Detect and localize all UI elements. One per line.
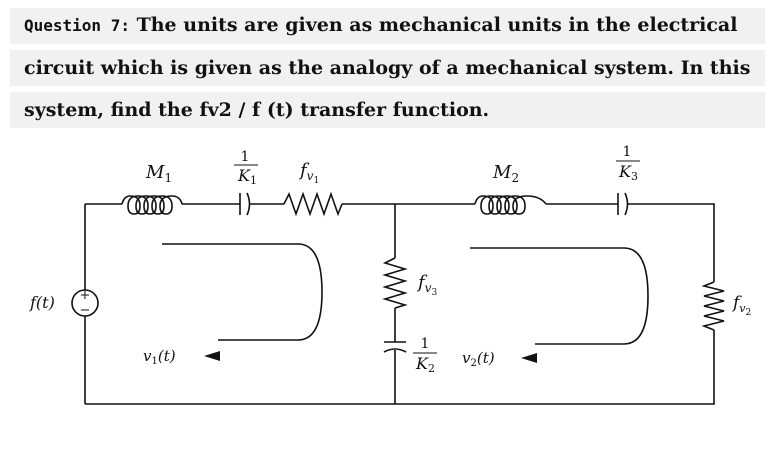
svg-text:K1: K1 xyxy=(237,166,257,187)
wire-bottom xyxy=(85,330,715,405)
svg-text:1: 1 xyxy=(421,336,430,352)
source-plus-sign: + xyxy=(80,288,91,303)
question-text-3: system, find the fv2 / f (t) transfer fu… xyxy=(24,99,490,121)
label-v1: v1(t) xyxy=(143,347,176,367)
inductor-m2 xyxy=(474,195,547,215)
capacitor-k2-plate-b xyxy=(383,348,407,353)
arrowhead-v2 xyxy=(521,353,537,363)
label-m1: M1 xyxy=(145,162,172,185)
arrowhead-v1 xyxy=(204,351,220,361)
svg-text:1: 1 xyxy=(241,149,250,165)
label-k3: 1 K3 xyxy=(616,144,640,183)
label-k1: 1 K1 xyxy=(234,149,258,187)
source-minus-sign: − xyxy=(80,303,91,318)
label-fv2: fv2 xyxy=(731,293,751,318)
question-line-bg-2 xyxy=(10,50,765,86)
wire-top-right xyxy=(632,203,715,282)
svg-text:1: 1 xyxy=(623,144,632,160)
question-line-bg-3 xyxy=(10,92,765,128)
loop-arrow-1 xyxy=(162,243,323,341)
label-k2: 1 K2 xyxy=(413,336,437,375)
resistor-fv3 xyxy=(382,257,408,309)
loop-arrow-2 xyxy=(470,247,649,345)
source-label: f(t) xyxy=(29,293,55,312)
svg-text:K3: K3 xyxy=(618,162,638,183)
label-v2: v2(t) xyxy=(462,349,495,369)
resistor-fv1 xyxy=(283,191,343,217)
voltage-source xyxy=(71,289,99,317)
resistor-fv2 xyxy=(701,281,725,331)
question-text-1: The units are given as mechanical units … xyxy=(136,14,738,36)
label-fv3: fv3 xyxy=(416,272,437,298)
circuit-wires xyxy=(71,191,725,405)
svg-text:K2: K2 xyxy=(415,354,435,375)
question-text-2: circuit which is given as the analogy of… xyxy=(24,57,751,79)
inductor-m1 xyxy=(121,195,183,215)
label-fv1: fv1 xyxy=(298,160,319,186)
question-line-bg-1 xyxy=(10,8,765,44)
question-line-1: Question 7: The units are given as mecha… xyxy=(24,14,737,36)
label-m2: M2 xyxy=(492,162,519,185)
question-label: Question 7: xyxy=(24,16,130,35)
